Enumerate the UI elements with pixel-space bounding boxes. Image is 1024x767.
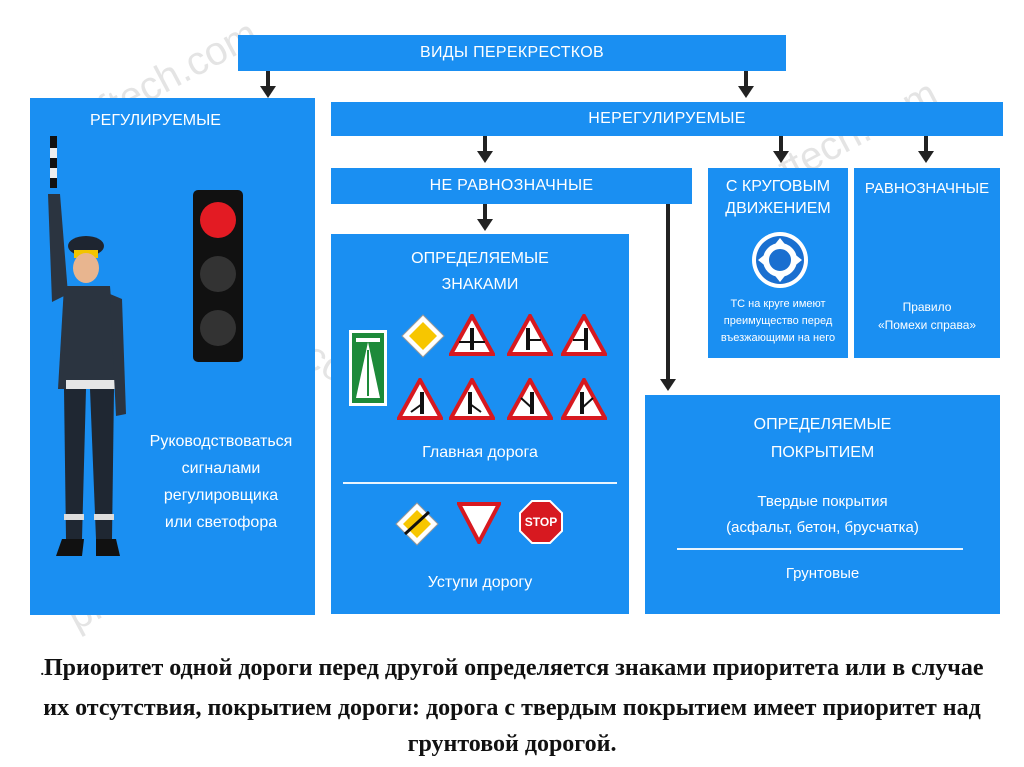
equal-rule: Правило «Помехи справа» (877, 300, 977, 332)
signs-box: ОПРЕДЕЛЯЕМЫЕ ЗНАКАМИ (331, 234, 629, 614)
adjoining-road-left-oblique-sign-icon (397, 378, 443, 420)
traffic-controller-figure (48, 136, 126, 556)
connector-line (483, 136, 487, 152)
roundabout-title: С КРУГОВЫМ ДВИЖЕНИЕМ (725, 178, 831, 217)
surface-title: ОПРЕДЕЛЯЕМЫЕ ПОКРЫТИЕМ (753, 416, 892, 461)
arrow-down-icon (477, 151, 493, 163)
yield-label: Уступи дорогу (427, 574, 533, 591)
header-unregulated: НЕРЕГУЛИРУЕМЫЕ (331, 102, 1003, 136)
arrow-down-icon (773, 151, 789, 163)
arrow-down-icon (738, 86, 754, 98)
divider (677, 548, 963, 550)
header-types-of-intersections: ВИДЫ ПЕРЕКРЕСТКОВ (238, 35, 786, 71)
main-road-label: Главная дорога (422, 444, 538, 461)
header-not-equal: НЕ РАВНОЗНАЧНЫЕ (331, 168, 692, 204)
caption-body: Приоритет одной дороги перед другой опре… (43, 655, 984, 757)
intersection-secondary-road-sign-icon (449, 314, 495, 356)
adjoining-road-right-oblique-sign-icon (449, 378, 495, 420)
caption-text: .Приоритет одной дороги перед другой опр… (30, 650, 994, 762)
adjoining-road-left-up-sign-icon (507, 378, 553, 420)
adjoining-road-right-up-sign-icon (561, 378, 607, 420)
main-road-sign-icon (401, 314, 445, 358)
equal-header: РАВНОЗНАЧНЫЕ (864, 180, 990, 197)
adjoining-road-right-sign-icon (507, 314, 553, 356)
connector-line (779, 136, 783, 152)
connector-line (924, 136, 928, 152)
signs-title: ОПРЕДЕЛЯЕМЫЕ ЗНАКАМИ (411, 250, 549, 293)
connector-line (483, 204, 487, 220)
dirt-road-text: Грунтовые (785, 565, 860, 582)
regulated-header: РЕГУЛИРУЕМЫЕ (90, 112, 221, 129)
surface-box: ОПРЕДЕЛЯЕМЫЕ ПОКРЫТИЕМ Твердые покрытия … (645, 395, 1000, 614)
traffic-light-icon (193, 190, 243, 362)
roundabout-sign-icon (752, 232, 808, 288)
divider (343, 482, 617, 484)
caption-dot: . (40, 664, 44, 679)
stop-sign-icon: STOP (519, 500, 563, 544)
regulated-box: РЕГУЛИРУЕМЫЕ Руководствоваться сигналами… (30, 98, 315, 615)
regulated-instruction: Руководствоваться сигналами регулировщик… (149, 433, 293, 531)
end-of-main-road-sign-icon (395, 502, 439, 546)
roundabout-rule: ТС на круге имеют преимущество перед въе… (720, 298, 836, 344)
stop-sign-label: STOP (525, 515, 557, 529)
motorway-sign-icon (349, 330, 387, 406)
adjoining-road-left-sign-icon (561, 314, 607, 356)
connector-line (744, 71, 748, 87)
arrow-down-icon (918, 151, 934, 163)
connector-line (666, 204, 670, 380)
equal-box: РАВНОЗНАЧНЫЕ Правило «Помехи справа» (854, 168, 1000, 358)
hard-surface-text: Твердые покрытия (асфальт, бетон, брусча… (726, 493, 919, 536)
arrow-down-icon (260, 86, 276, 98)
roundabout-box: С КРУГОВЫМ ДВИЖЕНИЕМ ТС на круге имеют п… (708, 168, 848, 358)
arrow-down-icon (660, 379, 676, 391)
arrow-down-icon (477, 219, 493, 231)
give-way-sign-icon (457, 502, 501, 544)
connector-line (266, 71, 270, 87)
